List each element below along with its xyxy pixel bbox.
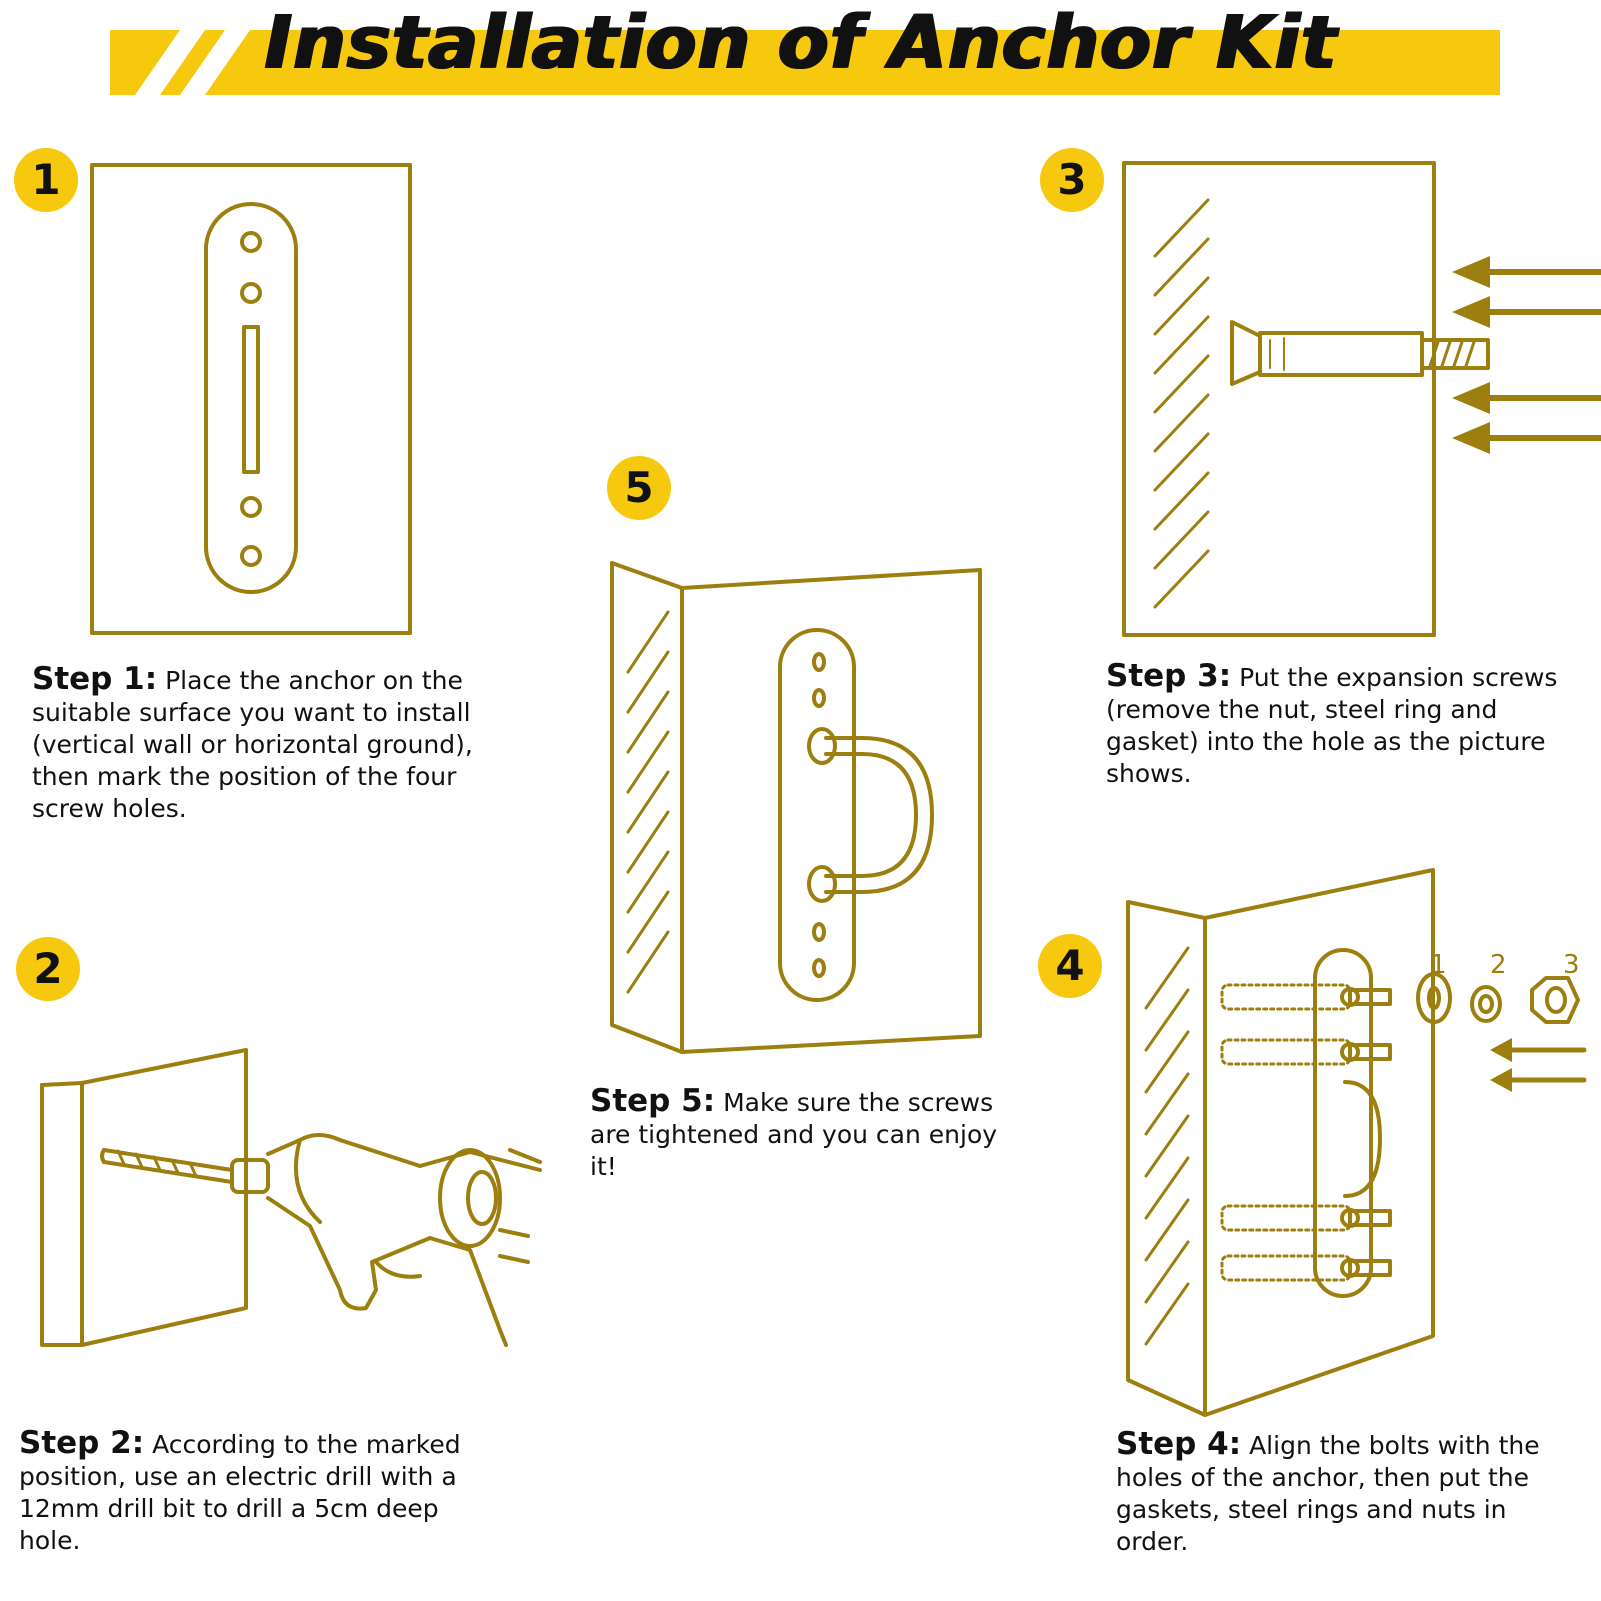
nut-icon	[1530, 976, 1580, 1024]
step-number-badge-4: 4	[1038, 934, 1102, 998]
hardware-label-2: 2	[1490, 950, 1507, 980]
step-1-description: Step 1: Place the anchor on the suitable…	[32, 663, 512, 825]
step1-wall-diagram	[90, 163, 412, 635]
step-5-description: Step 5: Make sure the screws are tighten…	[590, 1085, 1030, 1183]
step-4-heading: Step 4:	[1116, 1426, 1242, 1462]
step-5-text: Make sure the screws are tightened and y…	[590, 1088, 998, 1181]
push-arrows	[1452, 256, 1601, 454]
step-3-heading: Step 3:	[1106, 658, 1232, 694]
hardware-label-1: 1	[1430, 950, 1447, 980]
steel-ring-icon	[1470, 985, 1502, 1023]
install-arrows	[1490, 1038, 1587, 1092]
title-banner	[110, 30, 1500, 95]
page-title: Installation of Anchor Kit	[264, 0, 1337, 86]
step-5-heading: Step 5:	[590, 1083, 716, 1119]
step-number-badge-5: 5	[607, 456, 671, 520]
step-3-description: Step 3: Put the expansion screws (remove…	[1106, 660, 1586, 790]
step-4-description: Step 4: Align the bolts with the holes o…	[1116, 1428, 1576, 1558]
step-number-badge-1: 1	[14, 148, 78, 212]
hardware-label-3: 3	[1563, 950, 1580, 980]
bolt-icon	[1340, 987, 1392, 1278]
step-3-text: Put the expansion screws (remove the nut…	[1106, 663, 1558, 788]
step-1-heading: Step 1:	[32, 661, 158, 697]
step-2-text: According to the marked position, use an…	[19, 1430, 461, 1555]
step3-wall-diagram	[1122, 161, 1601, 637]
d-ring-icon	[824, 736, 934, 894]
step4-wall-diagram	[1126, 868, 1587, 1417]
step-2-heading: Step 2:	[19, 1425, 145, 1461]
step-4-text: Align the bolts with the holes of the an…	[1116, 1431, 1540, 1556]
expansion-screw-icon	[1230, 320, 1490, 386]
drill-bit-icon	[100, 1148, 234, 1184]
step-number-badge-3: 3	[1040, 148, 1104, 212]
electric-drill-icon	[230, 1133, 542, 1347]
step-2-description: Step 2: According to the marked position…	[19, 1427, 489, 1557]
gasket-icon	[1416, 972, 1452, 1024]
step-number-badge-2: 2	[16, 937, 80, 1001]
step2-drill-diagram	[40, 1048, 542, 1347]
step-1-text: Place the anchor on the suitable surface…	[32, 666, 473, 823]
step5-wall-diagram	[610, 561, 982, 1054]
